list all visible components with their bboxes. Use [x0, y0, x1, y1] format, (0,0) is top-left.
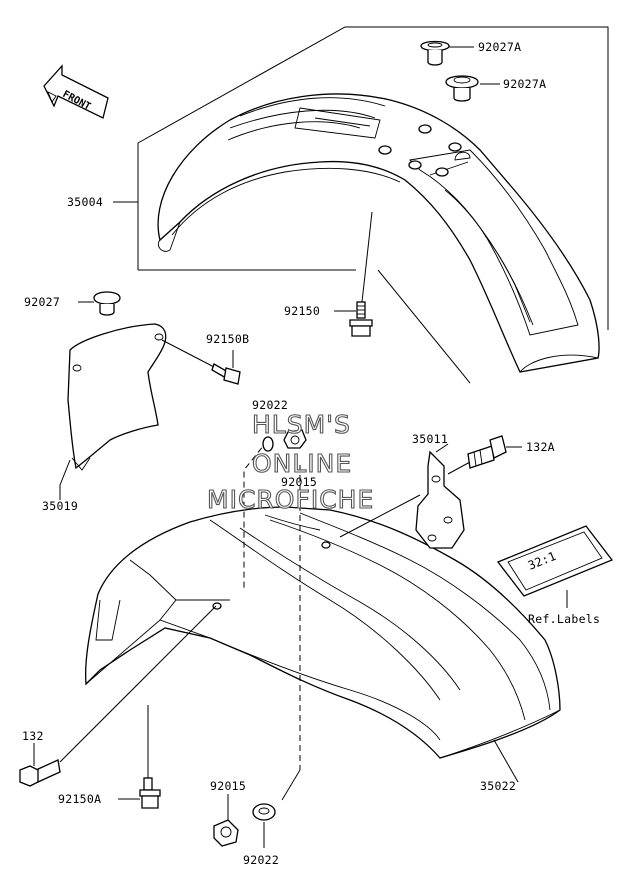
- watermark: HLSM'S ONLINE MICROFICHE: [206, 409, 374, 514]
- callout-92027A-mid: 92027A: [503, 77, 546, 91]
- bolt-92150A: [139, 705, 161, 809]
- callout-92150A: 92150A: [58, 792, 101, 806]
- watermark-line-1: HLSM'S: [252, 410, 351, 439]
- callout-132: 132: [22, 729, 44, 743]
- callout-92150: 92150: [284, 304, 320, 318]
- washer-92022-top: [262, 436, 274, 452]
- callout-92022-top: 92022: [252, 398, 288, 412]
- rear-fender-35022: [84, 506, 561, 759]
- callout-35022: 35022: [480, 779, 516, 793]
- callout-92015-top: 92015: [281, 475, 317, 489]
- bolt-92150: [349, 211, 373, 337]
- guard-35019: [67, 323, 167, 471]
- watermark-line-2: ONLINE: [252, 449, 352, 478]
- callout-92015-bottom: 92015: [210, 779, 246, 793]
- callout-92150B: 92150B: [206, 332, 249, 346]
- ref-label-tag: 32:1: [496, 525, 614, 608]
- front-fender-35004: [157, 93, 600, 373]
- nut-92015-top: [283, 429, 307, 449]
- grommet-92027A-top: [420, 40, 450, 66]
- callout-132A: 132A: [526, 440, 555, 454]
- bolt-92150B: [161, 339, 241, 385]
- watermark-line-3: MICROFICHE: [207, 485, 374, 514]
- bolt-132A: [447, 435, 507, 475]
- callout-35011: 35011: [412, 432, 448, 446]
- callout-ref-labels: Ref.Labels: [528, 612, 600, 626]
- leader-lines: [33, 46, 522, 848]
- grommet-92027A-mid: [445, 75, 479, 102]
- washer-92022-bottom: [252, 803, 276, 821]
- rear-assembly-guides: [243, 439, 421, 801]
- callout-92027: 92027: [24, 295, 60, 309]
- callout-35019: 35019: [42, 499, 78, 513]
- callout-92027A-top: 92027A: [478, 40, 521, 54]
- callout-35004: 35004: [67, 195, 103, 209]
- grommet-92027: [93, 291, 121, 316]
- upper-assembly-frame: [137, 26, 609, 384]
- callout-labels: 92027A 92027A 35004 92150 92027 92150B 9…: [22, 40, 600, 867]
- front-arrow-icon: FRONT: [43, 64, 109, 119]
- bracket-35011: [415, 450, 465, 549]
- callout-92022-bottom: 92022: [243, 853, 279, 867]
- bolt-132: [19, 605, 217, 787]
- nut-92015-bottom: [213, 819, 239, 847]
